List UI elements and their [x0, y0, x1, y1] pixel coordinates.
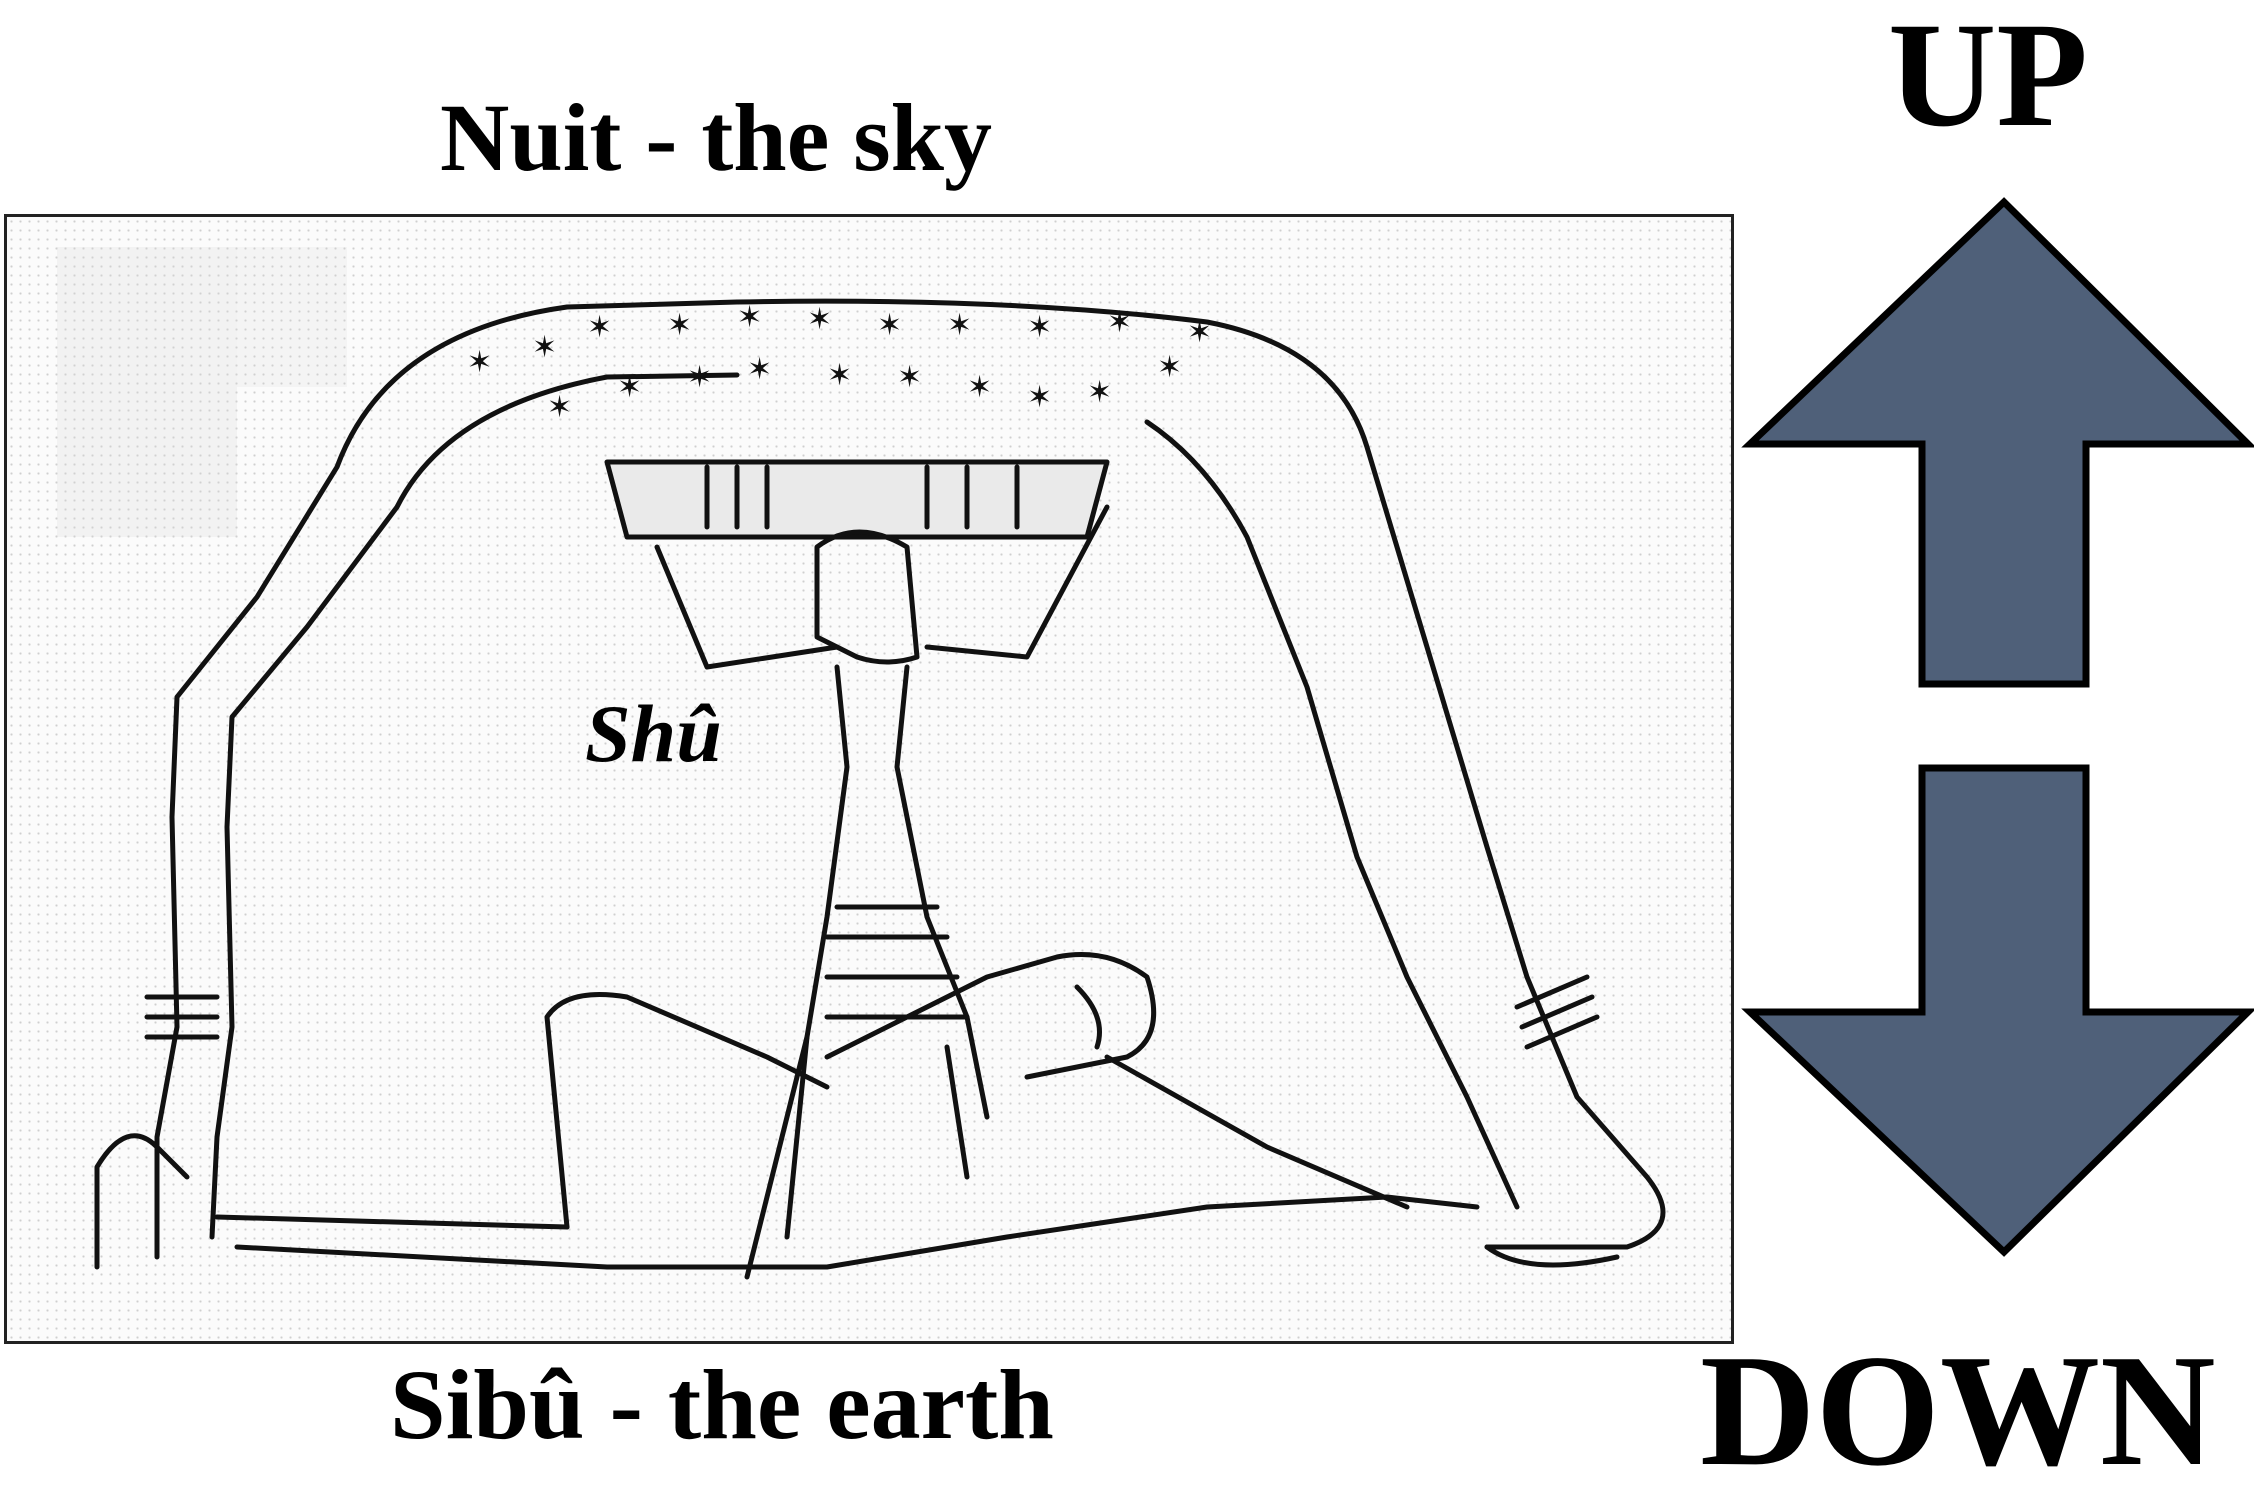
svg-text:✶: ✶	[1087, 375, 1112, 410]
stone-texture	[57, 247, 347, 537]
sibu-figure	[217, 955, 1477, 1268]
svg-text:✶: ✶	[747, 352, 772, 387]
svg-text:✶: ✶	[667, 308, 692, 343]
down-label: DOWN	[1700, 1330, 2216, 1490]
shu-figure	[607, 462, 1107, 1277]
shu-label: Shû	[585, 693, 722, 775]
svg-text:✶: ✶	[807, 302, 832, 337]
svg-text:✶: ✶	[967, 370, 992, 405]
svg-text:✶: ✶	[737, 300, 762, 335]
svg-text:✶: ✶	[897, 360, 922, 395]
svg-text:✶: ✶	[1187, 315, 1212, 350]
svg-text:✶: ✶	[1157, 350, 1182, 385]
sky-label: Nuit - the sky	[440, 90, 992, 186]
direction-arrows	[1740, 190, 2254, 1270]
svg-text:✶: ✶	[467, 345, 492, 380]
up-arrow-icon	[1750, 202, 2248, 684]
down-arrow-icon	[1750, 768, 2248, 1252]
svg-text:✶: ✶	[532, 330, 557, 365]
svg-text:✶: ✶	[617, 370, 642, 405]
svg-text:✶: ✶	[1027, 380, 1052, 415]
svg-text:✶: ✶	[1027, 310, 1052, 345]
svg-text:✶: ✶	[827, 358, 852, 393]
nuit-figure	[97, 301, 1663, 1267]
earth-label: Sibû - the earth	[390, 1355, 1054, 1455]
svg-text:✶: ✶	[547, 390, 572, 425]
svg-text:✶: ✶	[687, 360, 712, 395]
egyptian-cosmology-illustration: ✶✶✶ ✶✶✶ ✶✶✶ ✶✶ ✶✶✶ ✶✶✶ ✶✶✶ ✶	[4, 214, 1734, 1344]
svg-text:✶: ✶	[877, 308, 902, 343]
svg-text:✶: ✶	[1107, 305, 1132, 340]
svg-text:✶: ✶	[587, 310, 612, 345]
up-label: UP	[1888, 0, 2088, 150]
star-field: ✶✶✶ ✶✶✶ ✶✶✶ ✶✶ ✶✶✶ ✶✶✶ ✶✶✶ ✶	[467, 300, 1212, 425]
svg-text:✶: ✶	[947, 308, 972, 343]
